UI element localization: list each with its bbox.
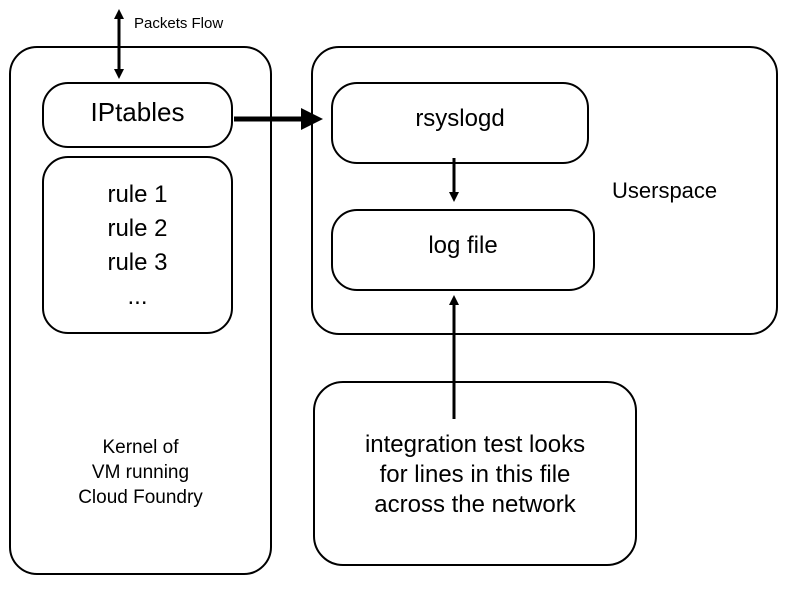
integration-test-line: integration test looks [364, 431, 586, 458]
integration-test-box [313, 381, 637, 566]
rsyslogd-box [331, 82, 589, 164]
kernel-label: Kernel of VM running Cloud Foundry [9, 435, 272, 510]
iptables-box [42, 82, 233, 148]
packets-flow-label: Packets Flow [134, 15, 224, 32]
kernel-label-line: Kernel of [102, 437, 179, 458]
rule-item: rule 3 [107, 249, 168, 276]
iptables-label: IPtables [90, 97, 185, 127]
log-file-box [331, 209, 595, 291]
kernel-label-line: VM running [91, 462, 190, 483]
integration-test-line: across the network [374, 491, 576, 518]
rule-item: rule 2 [107, 215, 168, 242]
rule-item: rule 1 [107, 181, 168, 208]
integration-test-line: for lines in this file [379, 461, 571, 488]
rules-box [42, 156, 233, 334]
userspace-label: Userspace [612, 178, 718, 203]
kernel-label-line: Cloud Foundry [78, 487, 203, 508]
rule-item-ellipsis: ... [127, 283, 148, 310]
log-file-label: log file [428, 232, 498, 259]
rules-list: rule 1 rule 2 rule 3 ... [42, 178, 233, 314]
integration-test-label: integration test looks for lines in this… [313, 430, 637, 520]
rsyslogd-label: rsyslogd [415, 105, 505, 132]
